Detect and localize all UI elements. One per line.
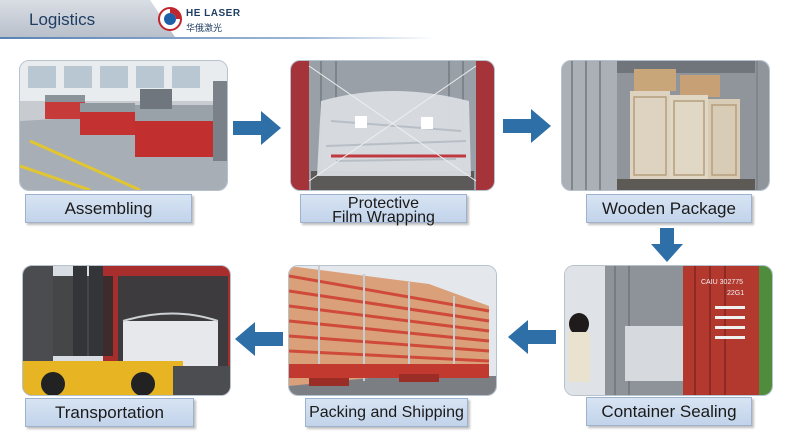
step-label-film-wrapping: Protective Film Wrapping — [300, 194, 467, 223]
logo-subtitle: 华俄激光 — [186, 21, 222, 34]
photo-packing-shipping — [288, 265, 497, 396]
step-label-text: Container Sealing — [587, 402, 751, 422]
arrow-left-icon — [508, 320, 556, 354]
arrow-right-icon — [503, 109, 551, 143]
logo-name: HE LASER — [186, 8, 241, 19]
container-code-1: CAIU 302775 — [701, 279, 743, 286]
header-divider — [0, 37, 435, 39]
section-title: Logistics — [29, 10, 95, 30]
arrow-right-icon — [233, 111, 281, 145]
step-label-transportation: Transportation — [25, 398, 194, 427]
step-label-text: Assembling — [26, 199, 191, 219]
arrow-down-icon — [651, 228, 683, 262]
photo-film-wrapping — [290, 60, 495, 191]
photo-assembling — [19, 60, 228, 191]
step-label-text: Transportation — [26, 403, 193, 423]
photo-container-sealing: CAIU 302775 22G1 — [564, 265, 773, 396]
company-logo: HE LASER 华俄激光 — [158, 6, 248, 34]
arrow-left-icon — [235, 322, 283, 356]
step-label-text: Packing and Shipping — [306, 403, 467, 423]
step-label-container-sealing: Container Sealing — [586, 397, 752, 426]
photo-wooden-package — [561, 60, 770, 191]
photo-transportation — [22, 265, 231, 396]
header-bar: Logistics HE LASER 华俄激光 — [0, 0, 790, 38]
container-code-2: 22G1 — [727, 290, 744, 297]
step-label-text: Wooden Package — [587, 199, 751, 219]
logo-mark-icon — [158, 7, 182, 31]
step-label-wooden-package: Wooden Package — [586, 194, 752, 223]
step-label-line2: Film Wrapping — [301, 211, 466, 225]
step-label-packing-shipping: Packing and Shipping — [305, 398, 468, 427]
step-label-assembling: Assembling — [25, 194, 192, 223]
